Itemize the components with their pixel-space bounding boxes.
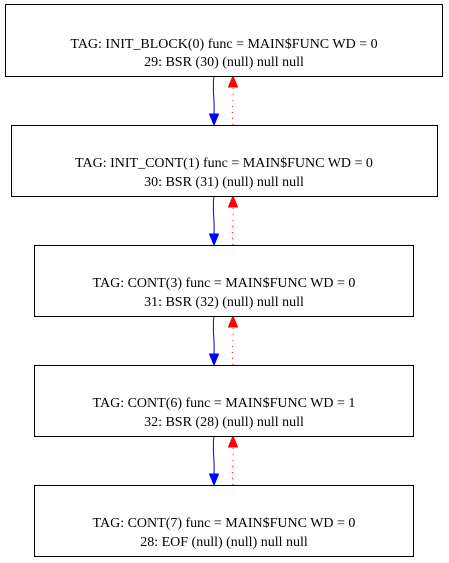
back-edge bbox=[231, 206, 234, 246]
graph-node: TAG: INIT_BLOCK(0) func = MAIN$FUNC WD =… bbox=[5, 4, 443, 77]
node-box bbox=[5, 4, 443, 77]
forward-edge bbox=[212, 435, 215, 475]
back-edge bbox=[231, 446, 234, 486]
graph-node: TAG: CONT(3) func = MAIN$FUNC WD = 0 31:… bbox=[34, 245, 414, 317]
node-instruction-line: 30: BSR (31) (null) null null bbox=[144, 175, 304, 190]
node-box bbox=[11, 125, 438, 197]
forward-edge-arrowhead bbox=[208, 113, 220, 127]
node-tag-line: TAG: CONT(3) func = MAIN$FUNC WD = 0 bbox=[93, 276, 356, 291]
node-tag-line: TAG: CONT(6) func = MAIN$FUNC WD = 1 bbox=[93, 396, 356, 411]
node-instruction-line: 32: BSR (28) (null) null null bbox=[144, 415, 304, 430]
node-instruction-line: 29: BSR (30) (null) null null bbox=[144, 55, 304, 70]
node-instruction-line: 28: EOF (null) (null) null null bbox=[140, 535, 308, 550]
node-tag-line: TAG: CONT(7) func = MAIN$FUNC WD = 0 bbox=[93, 516, 356, 531]
back-edge-arrowhead bbox=[227, 434, 239, 448]
forward-edge-arrowhead bbox=[208, 353, 220, 367]
forward-edge bbox=[212, 315, 215, 355]
back-edge bbox=[231, 86, 234, 126]
back-edge-arrowhead bbox=[227, 194, 239, 208]
node-tag-line: TAG: INIT_CONT(1) func = MAIN$FUNC WD = … bbox=[75, 156, 373, 171]
node-box bbox=[34, 485, 414, 557]
back-edge bbox=[231, 326, 234, 366]
node-instruction-line: 31: BSR (32) (null) null null bbox=[144, 295, 304, 310]
node-box bbox=[34, 365, 414, 437]
graph-node: TAG: CONT(7) func = MAIN$FUNC WD = 0 28:… bbox=[34, 485, 414, 557]
back-edge-arrowhead bbox=[227, 314, 239, 328]
back-edge-arrowhead bbox=[227, 74, 239, 88]
node-tag-line: TAG: INIT_BLOCK(0) func = MAIN$FUNC WD =… bbox=[70, 37, 377, 52]
node-box bbox=[34, 245, 414, 317]
forward-edge-arrowhead bbox=[208, 473, 220, 487]
forward-edge bbox=[212, 75, 215, 115]
edge-layer bbox=[208, 74, 239, 487]
forward-edge-arrowhead bbox=[208, 233, 220, 247]
forward-edge bbox=[212, 195, 215, 235]
graph-node: TAG: CONT(6) func = MAIN$FUNC WD = 1 32:… bbox=[34, 365, 414, 437]
graph-node: TAG: INIT_CONT(1) func = MAIN$FUNC WD = … bbox=[11, 125, 438, 197]
